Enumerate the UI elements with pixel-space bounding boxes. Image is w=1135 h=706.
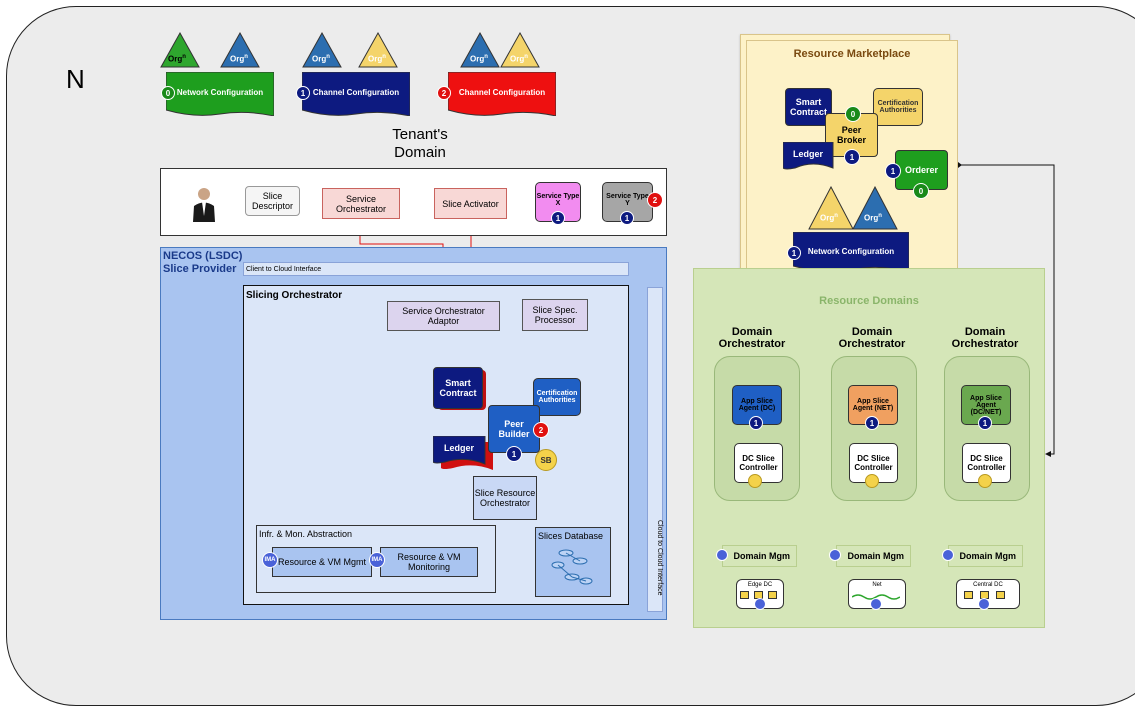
slice-spec-processor: Slice Spec. Processor	[522, 299, 588, 331]
org-triangle-icon	[358, 32, 398, 68]
network-configuration-doc: Network Configuration	[176, 87, 264, 97]
org-triangle-icon	[302, 32, 342, 68]
org-triangle-icon	[852, 186, 898, 230]
ima-badge	[978, 598, 990, 610]
badge-1: 1	[749, 416, 763, 430]
ima-badge	[942, 549, 954, 561]
resource-vm-monitoring: Resource & VM Monitoring	[380, 547, 478, 577]
badge-0: 0	[913, 183, 929, 199]
channel-configuration-doc: Channel Configuration	[458, 87, 546, 97]
client-to-cloud-interface: Client to Cloud Interface	[243, 262, 629, 276]
corner-label: N	[66, 64, 85, 94]
ima-badge	[870, 598, 882, 610]
domain-mgm: Domain Mgm	[836, 545, 911, 567]
sb-badge	[978, 474, 992, 488]
cloud-to-cloud-interface: Cloud to Cloud Interface	[656, 520, 663, 596]
ima-badge: IMA	[262, 552, 278, 568]
ledger: Ledger	[792, 149, 823, 159]
resource-domains-title: Resource Domains	[819, 295, 919, 307]
service-orchestrator: Service Orchestrator	[322, 188, 400, 219]
badge-1: 1	[506, 446, 522, 462]
badge-1: 1	[551, 211, 565, 225]
badge-1: 1	[865, 416, 879, 430]
channel-configuration-doc: Channel Configuration	[312, 87, 400, 97]
org-label: Org	[168, 54, 183, 64]
domain-orchestrator-title: Domain Orchestrator	[838, 326, 906, 350]
badge-1: 1	[787, 246, 801, 260]
network-wave-icon	[852, 594, 900, 600]
badge-0: 0	[161, 86, 175, 100]
domain-mgm: Domain Mgm	[722, 545, 797, 567]
peer-builder: Peer Builder	[488, 405, 540, 453]
domain-mgm: Domain Mgm	[948, 545, 1023, 567]
ima-badge: IMA	[369, 552, 385, 568]
org-label: Org	[312, 54, 327, 64]
ima-badge	[754, 598, 766, 610]
necos-title: NECOS (LSDC) Slice Provider	[163, 250, 243, 275]
org-label: Org	[470, 54, 485, 64]
org-label: Org	[368, 54, 383, 64]
slicing-orchestrator-title: Slicing Orchestrator	[246, 290, 343, 301]
ima-badge	[829, 549, 841, 561]
badge-2: 2	[437, 86, 451, 100]
badge-1: 1	[620, 211, 634, 225]
org-triangle-icon	[500, 32, 540, 68]
certification-authorities: Certification Authorities	[873, 88, 923, 126]
org-triangle-icon	[160, 32, 200, 68]
slice-resource-orchestrator: Slice Resource Orchestrator	[473, 476, 537, 520]
badge-1: 1	[978, 416, 992, 430]
ledger: Ledger	[443, 443, 474, 453]
ima-badge	[716, 549, 728, 561]
org-label: Org	[864, 213, 879, 223]
cloud-to-cloud-interface-bar	[647, 287, 663, 612]
user-icon	[193, 188, 215, 222]
database-icon	[551, 549, 593, 585]
sb-badge	[748, 474, 762, 488]
badge-0: 0	[845, 106, 861, 122]
org-triangle-icon	[220, 32, 260, 68]
dc-slice-controller: DC Slice Controller	[962, 443, 1011, 483]
marketplace-title: Resource Marketplace	[793, 48, 911, 60]
org-triangle-icon	[460, 32, 500, 68]
infra-abstraction-title: Infr. & Mon. Abstraction	[259, 529, 353, 539]
domain-orchestrator-title: Domain Orchestrator	[951, 326, 1019, 350]
certification-authorities: Certification Authorities	[533, 378, 581, 416]
resource-vm-mgmt: Resource & VM Mgmt	[272, 547, 372, 577]
org-triangle-icon	[808, 186, 854, 230]
badge-2: 2	[533, 422, 549, 438]
badge-1: 1	[885, 163, 901, 179]
slice-activator: Slice Activator	[434, 188, 507, 219]
network-configuration-doc: Network Configuration	[807, 246, 895, 256]
slice-descriptor: Slice Descriptor	[245, 186, 300, 216]
org-label: Org	[820, 213, 835, 223]
smart-contract: Smart Contract	[785, 88, 832, 126]
tenant-domain-panel	[160, 168, 667, 236]
sb-badge: SB	[535, 449, 557, 471]
service-orchestrator-adaptor: Service Orchestrator Adaptor	[387, 301, 500, 331]
org-label: Org	[510, 54, 525, 64]
badge-2: 2	[647, 192, 663, 208]
org-label: Org	[230, 54, 245, 64]
domain-orchestrator-title: Domain Orchestrator	[718, 326, 786, 350]
app-slice-agent: App Slice Agent (DC/NET)	[961, 385, 1011, 425]
sb-badge	[865, 474, 879, 488]
badge-1: 1	[844, 149, 860, 165]
slices-database-label: Slices Database	[538, 531, 604, 541]
badge-1: 1	[296, 86, 310, 100]
smart-contract: Smart Contract	[433, 367, 483, 409]
tenant-domain-title: Tenant's Domain	[392, 126, 448, 161]
